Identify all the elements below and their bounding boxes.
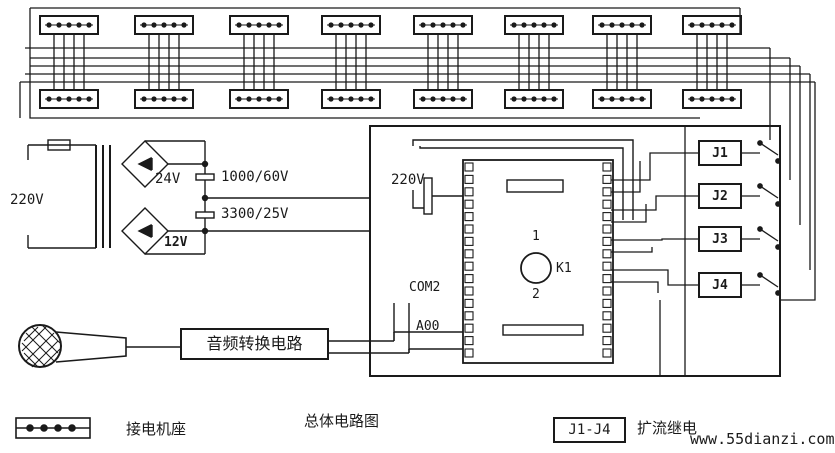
motor-socket — [134, 89, 194, 109]
motor-sockets — [39, 15, 742, 109]
chip-pin-right — [602, 261, 612, 271]
switch-k1-label: K1 — [556, 261, 572, 276]
chip-pin-left — [464, 311, 474, 321]
chip-pin-left — [464, 336, 474, 346]
switch-pin1-label: 1 — [532, 229, 540, 244]
motor-socket — [682, 89, 742, 109]
relay-wiring — [611, 126, 781, 376]
relay-j2-label: J2 — [712, 188, 728, 204]
legend-relay-label: 扩流继电 — [637, 419, 698, 437]
chip-pin-left — [464, 274, 474, 284]
capacitor-3300-label: 3300/25V — [221, 206, 289, 222]
chip-pin-left — [464, 224, 474, 234]
chip-pin-right — [602, 236, 612, 246]
chip-pin-right — [602, 249, 612, 259]
chip-pin-right — [602, 274, 612, 284]
capacitor-1000-label: 1000/60V — [221, 169, 289, 185]
chip-pin-left — [464, 162, 474, 172]
motor-socket — [413, 89, 473, 109]
chip-pin-right — [602, 224, 612, 234]
motor-socket — [321, 15, 381, 35]
rectifier-24v-label: 24V — [155, 171, 181, 187]
chip-pin-right — [602, 174, 612, 184]
chip-pin-right — [602, 199, 612, 209]
relay-j4-label: J4 — [712, 277, 728, 293]
chip-pin-left — [464, 249, 474, 259]
a00-label: A00 — [416, 319, 440, 334]
relay-j3: J3 — [698, 226, 742, 252]
socket-bus-wiring — [19, 7, 816, 301]
chip-pin-left — [464, 286, 474, 296]
chip-pin-right — [602, 212, 612, 222]
motor-socket — [682, 15, 742, 35]
chip-pin-right — [602, 336, 612, 346]
chip-pin-right — [602, 187, 612, 197]
chip-pins — [464, 162, 612, 358]
chip-pin-left — [464, 212, 474, 222]
motor-socket — [413, 15, 473, 35]
chip-pin-left — [464, 323, 474, 333]
com2-label: COM2 — [409, 280, 441, 295]
motor-socket — [592, 15, 652, 35]
mains-voltage-label: 220V — [10, 192, 44, 208]
rectifier-12v-label: 12V — [164, 235, 188, 250]
chip-pin-right — [602, 323, 612, 333]
switch-pin2-label: 2 — [532, 287, 540, 302]
motor-socket — [39, 15, 99, 35]
chip-pin-left — [464, 348, 474, 358]
audio-converter-block: 音频转换电路 — [180, 328, 329, 360]
legend-relay-box: J1-J4 — [553, 417, 626, 443]
motor-socket — [134, 15, 194, 35]
chip-pin-left — [464, 187, 474, 197]
chip-pin-left — [464, 298, 474, 308]
chip-pin-left — [464, 174, 474, 184]
relay-j1: J1 — [698, 140, 742, 166]
chip-pin-right — [602, 298, 612, 308]
power-supply — [27, 139, 370, 255]
motor-socket — [229, 89, 289, 109]
motor-socket — [39, 89, 99, 109]
relay-j4: J4 — [698, 272, 742, 298]
diagram-title: 总体电路图 — [304, 412, 380, 430]
controller-supply-label: 220V — [391, 172, 425, 188]
legend-relay-box-label: J1-J4 — [568, 422, 611, 438]
chip-pin-right — [602, 162, 612, 172]
legend-socket-label: 接电机座 — [126, 420, 187, 438]
motor-socket — [592, 89, 652, 109]
chip-pin-left — [464, 261, 474, 271]
audio-converter-label: 音频转换电路 — [206, 334, 303, 353]
motor-socket — [229, 15, 289, 35]
relay-j3-label: J3 — [712, 231, 728, 247]
audio-chain — [18, 324, 410, 368]
legend-graphics — [15, 417, 91, 439]
chip-pin-left — [464, 236, 474, 246]
relay-j1-label: J1 — [712, 145, 728, 161]
chip-pin-right — [602, 311, 612, 321]
motor-socket — [321, 89, 381, 109]
watermark: www.55dianzi.com — [690, 430, 835, 448]
motor-socket — [504, 89, 564, 109]
relay-j2: J2 — [698, 183, 742, 209]
chip-pin-right — [602, 286, 612, 296]
motor-socket — [504, 15, 564, 35]
chip-pin-right — [602, 348, 612, 358]
chip-pin-left — [464, 199, 474, 209]
